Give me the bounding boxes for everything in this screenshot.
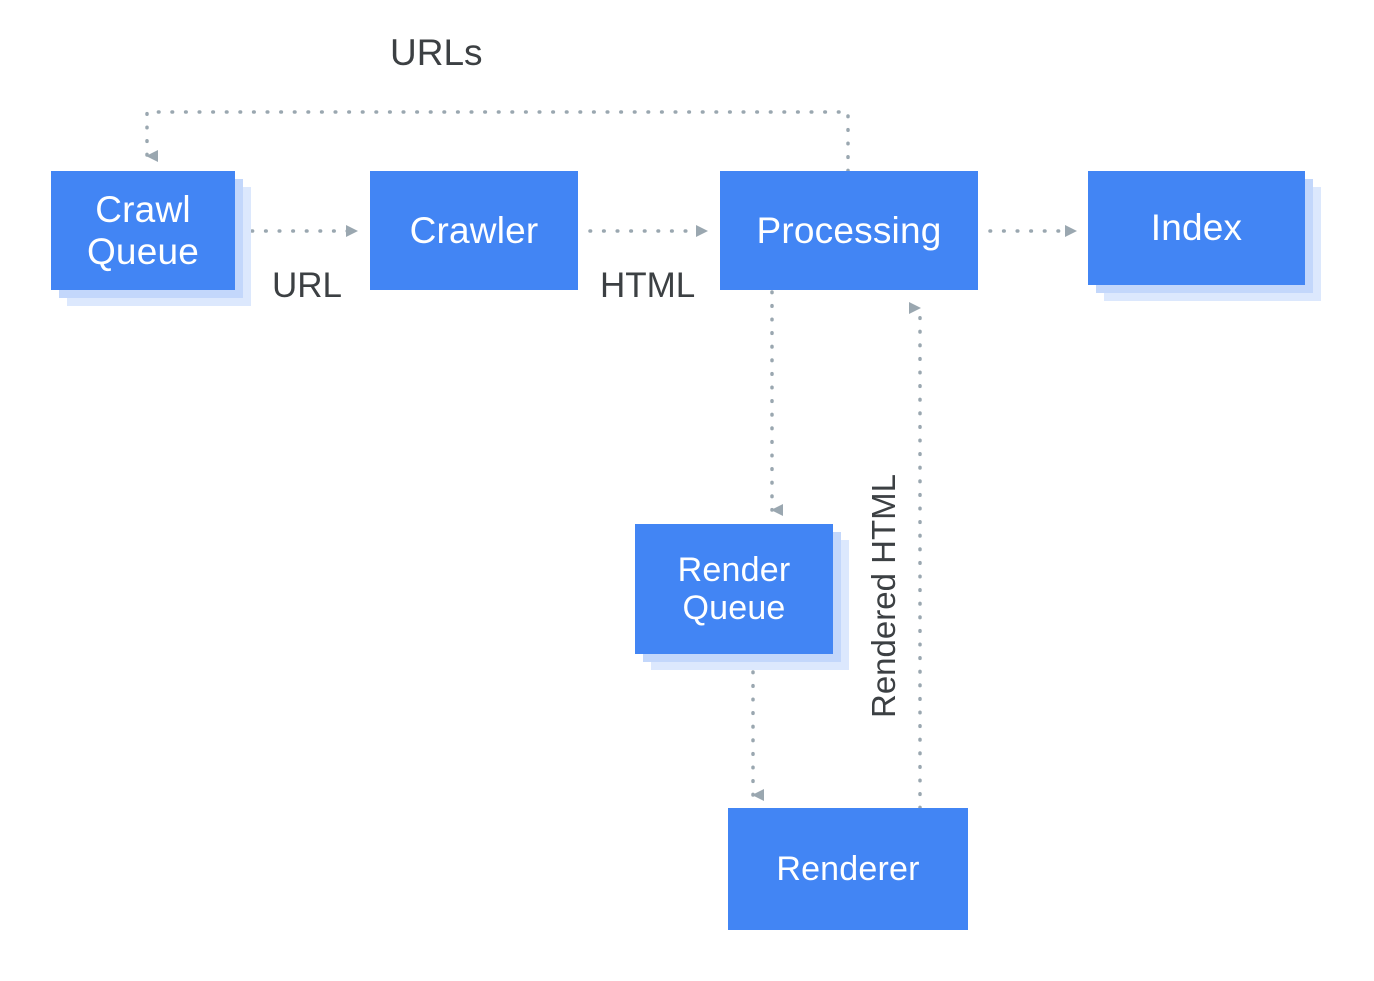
node-crawler[interactable]: Crawler: [370, 171, 578, 290]
node-render-queue[interactable]: Render Queue: [635, 524, 833, 654]
node-processing[interactable]: Processing: [720, 171, 978, 290]
edge-processing-to-crawl-queue: [145, 110, 850, 173]
node-renderer[interactable]: Renderer: [728, 808, 968, 930]
node-index-label: Index: [1150, 207, 1243, 249]
edge-label-url: URL: [272, 266, 343, 305]
node-processing-label: Processing: [756, 209, 942, 251]
node-index[interactable]: Index: [1088, 171, 1305, 285]
edge-label-urls: URLs: [390, 32, 483, 73]
edge-label-html: HTML: [600, 266, 696, 305]
node-crawler-label: Crawler: [409, 209, 539, 251]
node-crawl-queue[interactable]: Crawl Queue: [51, 171, 235, 290]
node-crawl-queue-label: Crawl Queue: [86, 189, 200, 272]
node-render-queue-label: Render Queue: [677, 550, 791, 627]
node-renderer-label: Renderer: [776, 849, 920, 888]
edge-label-rendered-html: Rendered HTML: [865, 474, 902, 718]
